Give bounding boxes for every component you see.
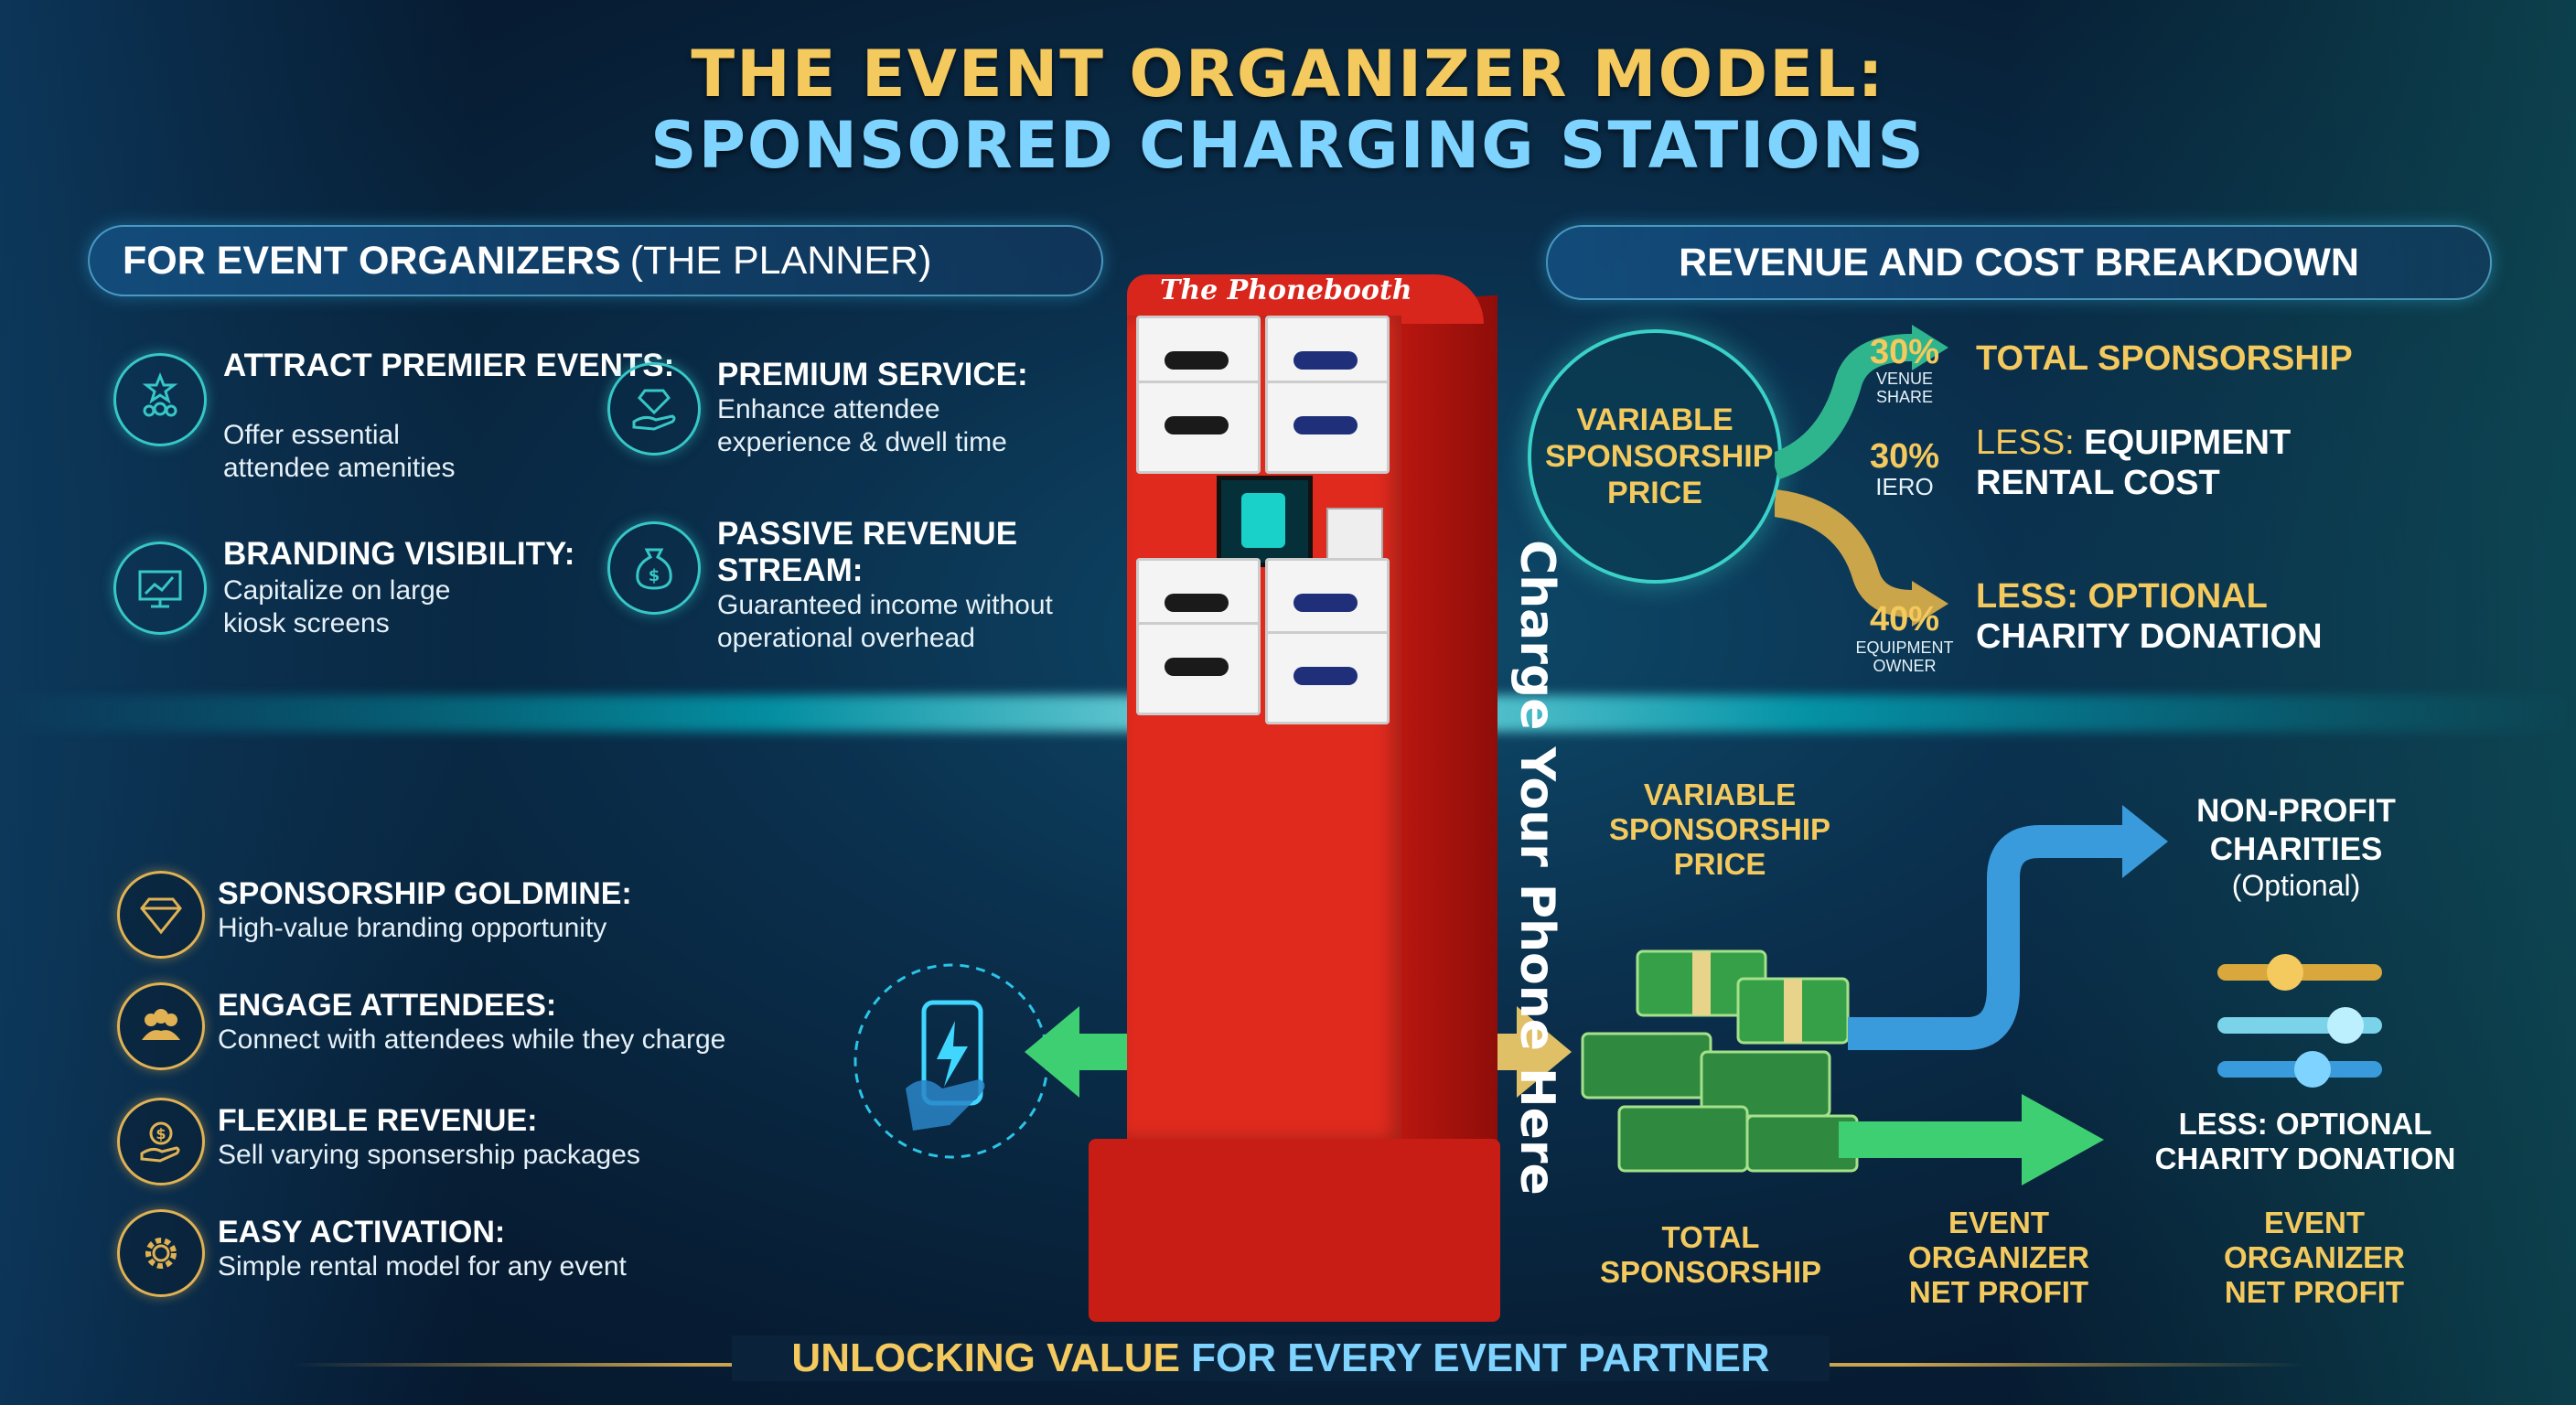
revenue-total: TOTAL SPONSORSHIP — [1976, 339, 2353, 378]
benefit-title: EASY ACTIVATION: — [218, 1215, 506, 1249]
revenue-banner-text: REVENUE AND COST BREAKDOWN — [1679, 240, 2359, 284]
benefit-title: ENGAGE ATTENDEES: — [218, 988, 557, 1023]
revenue-equipment-less: LESS: — [1976, 424, 2075, 462]
feature-title: ATTRACT PREMIER EVENTS: — [223, 348, 675, 383]
flow-less-optional: LESS: OPTIONAL CHARITY DONATION — [2154, 1107, 2456, 1175]
flow-variable-price: VARIABLE SPONSORSHIP PRICE — [1608, 778, 1831, 881]
slider-knob-3 — [2294, 1051, 2331, 1088]
kiosk-base — [1089, 1139, 1500, 1322]
slider-knob-1 — [2267, 954, 2303, 991]
organizers-banner-bold: FOR EVENT ORGANIZERS — [123, 238, 621, 283]
star-people-icon — [113, 353, 207, 446]
split-label-equipment: EQUIPMENT OWNER — [1855, 638, 1954, 675]
benefit-title: SPONSORSHIP GOLDMINE: — [218, 876, 632, 911]
benefit-desc: High-value branding opportunity — [218, 913, 607, 943]
organizers-banner: FOR EVENT ORGANIZERS (THE PLANNER) — [88, 225, 1103, 296]
kiosk-screen — [1217, 476, 1313, 567]
feature-desc: Guaranteed income without operational ov… — [717, 590, 1053, 653]
kiosk-brand-name: The Phonebooth — [1160, 274, 1412, 306]
revenue-charity-line2: CHARITY DONATION — [1976, 617, 2323, 656]
revenue-banner: REVENUE AND COST BREAKDOWN — [1546, 225, 2492, 300]
page-title-line2: SPONSORED CHARGING STATIONS — [650, 108, 1926, 183]
split-label-iero: IERO — [1875, 473, 1934, 500]
benefit-title: FLEXIBLE REVENUE: — [218, 1103, 538, 1138]
flow-optional: (Optional) — [2231, 869, 2361, 902]
revenue-charity-rest: OPTIONAL — [2088, 577, 2268, 616]
flow-net-profit-1: EVENT ORGANIZER NET PROFIT — [1908, 1206, 2089, 1309]
kiosk-side-text: Charge Your Phone Here — [1509, 540, 1564, 1196]
locker-3 — [1136, 381, 1261, 474]
flow-non-profit: NON-PROFIT CHARITIES — [2196, 793, 2396, 867]
monitor-chart-icon — [113, 542, 207, 635]
feature-desc: Enhance attendee experience & dwell time — [717, 394, 1007, 457]
blue-arrow-up — [1848, 805, 2168, 1050]
footer-tagline: UNLOCKING VALUE FOR EVERY EVENT PARTNER — [732, 1335, 1830, 1381]
locker-8 — [1265, 631, 1390, 724]
money-stack-icon — [1581, 949, 1859, 1173]
kiosk-side-panel — [1401, 295, 1497, 1217]
footer-part2: FOR EVERY EVENT PARTNER — [1191, 1335, 1770, 1380]
split-label-venue: VENUE SHARE — [1875, 370, 1933, 406]
split-arrows — [1775, 325, 1948, 627]
feature-desc: Capitalize on large kiosk screens — [223, 575, 451, 638]
slider-knob-2 — [2327, 1007, 2364, 1044]
flow-total-sponsorship: TOTAL SPONSORSHIP — [1599, 1220, 1822, 1289]
feature-title: PREMIUM SERVICE: — [717, 357, 1028, 392]
page-title-line1: THE EVENT ORGANIZER MODEL: — [691, 37, 1885, 112]
revenue-equipment-rest: EQUIPMENT — [2084, 424, 2292, 462]
feature-desc: Offer essential attendee amenities — [223, 420, 456, 483]
card-reader — [1326, 508, 1383, 562]
locker-4 — [1265, 381, 1390, 474]
organizers-banner-light: (THE PLANNER) — [629, 238, 932, 283]
people-icon — [117, 982, 205, 1070]
money-bag-icon: $ — [607, 521, 701, 615]
green-arrow-left — [1025, 1006, 1153, 1098]
locker-7 — [1136, 622, 1261, 715]
split-pct-venue: 30% — [1869, 333, 1940, 371]
variable-price-circle: VARIABLE SPONSORSHIP PRICE — [1528, 329, 1782, 584]
diamond-icon — [117, 871, 205, 959]
split-pct-equipment: 40% — [1869, 600, 1940, 638]
footer-part1: UNLOCKING VALUE — [791, 1335, 1180, 1380]
gold-arrow-right — [1462, 1006, 1572, 1098]
benefit-desc: Simple rental model for any event — [218, 1251, 627, 1282]
split-pct-iero: 30% — [1869, 437, 1940, 476]
variable-price-label: VARIABLE SPONSORSHIP PRICE — [1545, 402, 1774, 510]
revenue-charity-less: LESS: — [1976, 577, 2078, 616]
gear-icon — [117, 1209, 205, 1297]
benefit-desc: Sell varying sponsership packages — [218, 1140, 640, 1170]
green-arrow-right — [1839, 1094, 2104, 1185]
revenue-equipment-line1: LESS: EQUIPMENT — [1976, 423, 2291, 463]
revenue-charity-line1: LESS: OPTIONAL — [1976, 576, 2268, 617]
benefit-desc: Connect with attendees while they charge — [218, 1024, 726, 1055]
feature-title: PASSIVE REVENUE STREAM: — [717, 516, 1018, 588]
flow-net-profit-2: EVENT ORGANIZER NET PROFIT — [2224, 1206, 2405, 1309]
svg-text:$: $ — [649, 566, 660, 585]
diamond-hand-icon — [607, 362, 701, 456]
feature-title: BRANDING VISIBILITY: — [223, 536, 575, 572]
revenue-equipment-line2: RENTAL COST — [1976, 464, 2220, 502]
dollar-hand-icon: $ — [117, 1098, 205, 1185]
svg-text:$: $ — [156, 1125, 166, 1142]
